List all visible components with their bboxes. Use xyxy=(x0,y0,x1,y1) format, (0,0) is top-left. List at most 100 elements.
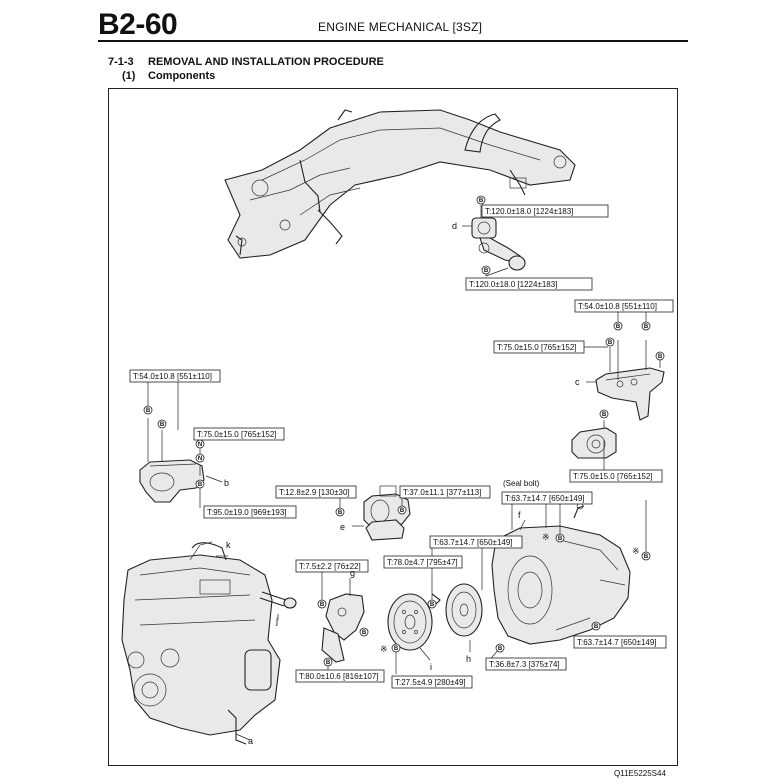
flywheel-drawing xyxy=(387,593,433,651)
torque-label: T:37.0±11.1 [377±113] xyxy=(403,488,481,497)
bolt-symbol: B xyxy=(641,551,651,561)
torque-label: T:27.5±4.9 [280±49] xyxy=(395,678,466,687)
bolt-symbol: B xyxy=(427,599,437,609)
fastener-symbols: B B B B B B B B B N N B B B B B B B B B … xyxy=(143,195,665,667)
torque-label: T:95.0±19.0 [969±193] xyxy=(207,508,287,517)
callout-f: f xyxy=(518,510,521,520)
callout-d: d xyxy=(452,221,457,231)
callout-i: i xyxy=(430,662,432,672)
bolt-symbol: B xyxy=(323,657,333,667)
bolt-symbol: B xyxy=(391,643,401,653)
bolt-symbol: B xyxy=(359,627,369,637)
torque-label: T:54.0±10.8 [551±110] xyxy=(578,302,657,311)
torque-label: T:63.7±14.7 [650±149] xyxy=(433,538,513,547)
bolt-symbol: B xyxy=(591,621,601,631)
torque-label: T:75.0±15.0 [765±152] xyxy=(497,343,577,352)
reuse-mark: ※ xyxy=(542,532,550,542)
svg-text:B: B xyxy=(338,510,343,516)
bolt-symbol: B xyxy=(555,533,565,543)
svg-text:B: B xyxy=(326,660,331,666)
hose-drawing xyxy=(259,591,297,609)
svg-text:B: B xyxy=(394,646,399,652)
svg-text:B: B xyxy=(616,324,621,330)
section-heading: REMOVAL AND INSTALLATION PROCEDURE xyxy=(148,56,384,68)
page-number: B2-60 xyxy=(98,8,178,41)
part-callouts: a b c d e f g h i j k xyxy=(224,221,580,746)
nut-symbol: N xyxy=(195,453,205,463)
bolt-symbol: B xyxy=(335,507,345,517)
engine-mount-c-drawing xyxy=(571,367,665,459)
svg-text:B: B xyxy=(608,340,613,346)
subsection-heading: Components xyxy=(148,70,216,82)
callout-b: b xyxy=(224,478,229,488)
torque-label: T:7.5±2.2 [76±22] xyxy=(299,562,361,571)
svg-text:B: B xyxy=(400,508,405,514)
svg-text:B: B xyxy=(558,536,563,542)
reuse-mark: ※ xyxy=(632,546,640,556)
svg-text:B: B xyxy=(644,324,649,330)
engine-mount-d-drawing xyxy=(471,217,526,271)
bolt-symbol: B xyxy=(481,265,491,275)
bolt-symbol: B xyxy=(599,409,609,419)
svg-text:B: B xyxy=(602,412,607,418)
section-title: ENGINE MECHANICAL [3SZ] xyxy=(318,20,483,34)
svg-text:N: N xyxy=(198,442,202,448)
torque-label: T:75.0±15.0 [765±152] xyxy=(573,472,653,481)
engine-mount-b-drawing xyxy=(139,459,205,503)
bolt-symbol: B xyxy=(655,351,665,361)
torque-labels: T:120.0±18.0 [1224±183] T:120.0±18.0 [12… xyxy=(129,204,674,689)
svg-text:B: B xyxy=(160,422,165,428)
torque-label: T:12.8±2.9 [130±30] xyxy=(279,488,350,497)
svg-text:B: B xyxy=(594,624,599,630)
torque-label: T:75.0±15.0 [765±152] xyxy=(197,430,277,439)
engine-assembly-drawing xyxy=(121,541,281,745)
svg-text:B: B xyxy=(320,602,325,608)
callout-a: a xyxy=(248,736,253,746)
subsection-number: (1) xyxy=(122,70,136,82)
torque-label: T:36.8±7.3 [375±74] xyxy=(489,660,560,669)
svg-text:B: B xyxy=(498,646,503,652)
figure-frame xyxy=(108,88,678,766)
suspension-member-drawing xyxy=(224,109,576,259)
section-number: 7-1-3 xyxy=(108,56,134,68)
reuse-mark: ※ xyxy=(380,644,388,654)
bolt-symbol: B xyxy=(495,643,505,653)
svg-text:B: B xyxy=(146,408,151,414)
torque-label: T:78.0±4.7 [795±47] xyxy=(387,558,458,567)
bolt-symbol: B xyxy=(605,337,615,347)
svg-text:B: B xyxy=(362,630,367,636)
bolt-symbol: B xyxy=(143,405,153,415)
figure-id: Q11E5225S44 xyxy=(614,769,666,778)
callout-h: h xyxy=(466,654,471,664)
seal-bolt-note: (Seal bolt) xyxy=(503,479,540,488)
svg-text:B: B xyxy=(479,198,484,204)
bolt-symbol: B xyxy=(613,321,623,331)
callout-j: j xyxy=(275,616,278,626)
bolt-symbol: B xyxy=(641,321,651,331)
leader-lines xyxy=(147,205,661,741)
header-rule xyxy=(98,40,688,42)
torque-label: T:120.0±18.0 [1224±183] xyxy=(485,207,573,216)
bolt-symbol: B xyxy=(397,505,407,515)
clutch-plate-drawing xyxy=(431,583,483,637)
torque-label: T:54.0±10.8 [551±110] xyxy=(133,372,212,381)
torque-label: T:120.0±18.0 [1224±183] xyxy=(469,280,557,289)
bolt-symbol: B xyxy=(317,599,327,609)
torque-label: T:80.0±10.6 [816±107] xyxy=(299,672,379,681)
callout-k: k xyxy=(226,540,231,550)
svg-text:B: B xyxy=(644,554,649,560)
svg-text:B: B xyxy=(484,268,489,274)
torque-label: T:63.7±14.7 [650±149] xyxy=(577,638,657,647)
transmission-drawing xyxy=(491,502,631,645)
svg-text:B: B xyxy=(430,602,435,608)
bolt-symbol: B xyxy=(195,479,205,489)
svg-text:N: N xyxy=(198,456,202,462)
starter-drawing xyxy=(363,485,411,541)
bracket-g-drawing xyxy=(321,593,365,663)
bolt-symbol: B xyxy=(476,195,486,205)
svg-text:B: B xyxy=(658,354,663,360)
bolt-symbol: B xyxy=(157,419,167,429)
torque-label: T:63.7±14.7 [650±149] xyxy=(505,494,585,503)
callout-c: c xyxy=(575,377,580,387)
